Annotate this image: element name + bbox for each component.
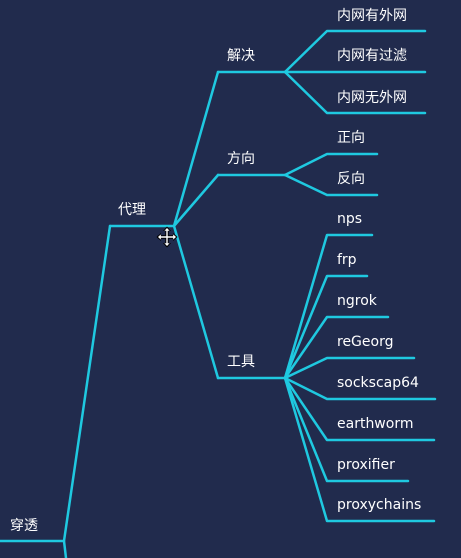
tools-item-label[interactable]: proxifier xyxy=(337,457,395,473)
mindmap-edges xyxy=(0,29,437,558)
tools-item-label[interactable]: ngrok xyxy=(337,293,377,309)
solve-item-label[interactable]: 内网有过滤 xyxy=(337,48,407,64)
tools-item-label[interactable]: sockscap64 xyxy=(337,375,419,391)
direction-item-label[interactable]: 正向 xyxy=(337,130,365,146)
edge-root-underline xyxy=(0,539,68,558)
edge-proxy-tools xyxy=(172,224,220,380)
tools-item-label[interactable]: nps xyxy=(337,211,363,227)
direction-node-label[interactable]: 方向 xyxy=(227,151,255,167)
edge-tools-item xyxy=(283,315,390,380)
move-cursor-icon xyxy=(156,226,178,248)
edge-solve-item xyxy=(283,29,427,74)
solve-node-label[interactable]: 解决 xyxy=(227,48,255,64)
edge-tools-item xyxy=(283,376,437,401)
edge-tools-item xyxy=(283,376,436,442)
edge-direction-item xyxy=(283,173,379,197)
edge-tools-item xyxy=(283,356,416,380)
tools-item-label[interactable]: proxychains xyxy=(337,497,422,513)
solve-item-label[interactable]: 内网有外网 xyxy=(337,8,407,24)
edge-proxy-direction xyxy=(172,173,220,228)
edge-proxy-solve xyxy=(172,70,220,228)
edge-tools-item xyxy=(283,233,374,380)
tools-item-label[interactable]: reGeorg xyxy=(337,334,394,350)
tools-item-label[interactable]: frp xyxy=(337,252,357,268)
edge-root-proxy xyxy=(62,224,112,543)
edge-direction-item xyxy=(283,152,379,177)
edge-solve-item xyxy=(283,70,427,115)
edge-tools-item xyxy=(283,274,369,380)
tools-item-label[interactable]: earthworm xyxy=(337,416,414,432)
edge-tools-item xyxy=(283,376,410,483)
proxy-node-label[interactable]: 代理 xyxy=(118,202,146,218)
tools-node-label[interactable]: 工具 xyxy=(227,354,255,370)
direction-item-label[interactable]: 反向 xyxy=(337,171,365,187)
root-node-label[interactable]: 穿透 xyxy=(10,518,38,534)
solve-item-label[interactable]: 内网无外网 xyxy=(337,90,407,106)
edge-tools-item xyxy=(283,376,436,523)
